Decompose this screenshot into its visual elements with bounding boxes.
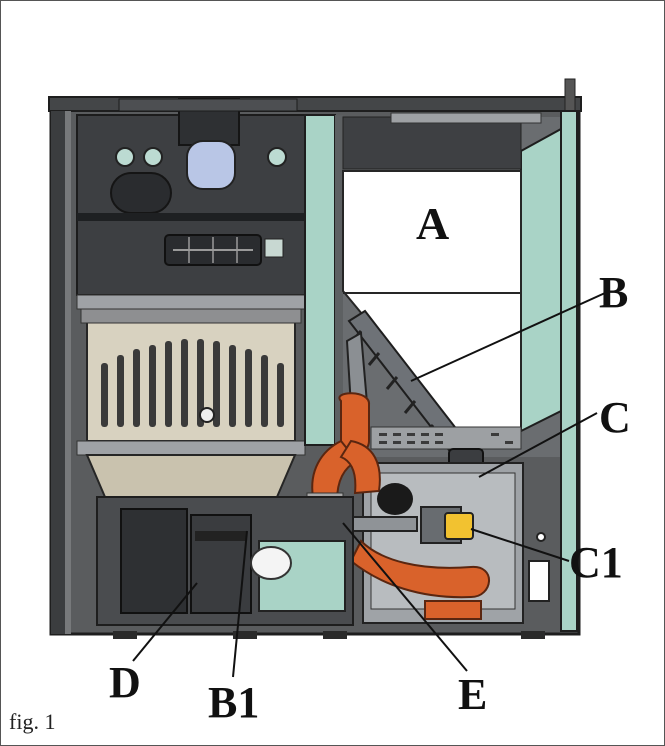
leader-D	[132, 582, 198, 662]
label-component-B1: B1	[208, 678, 260, 727]
side-cylinder	[110, 172, 172, 214]
fan-box-rail	[195, 531, 247, 541]
top-pipe	[564, 78, 576, 116]
stove-cutaway-diagram	[48, 78, 606, 678]
label-component-D: D	[109, 658, 141, 707]
foot-mid-1	[233, 631, 257, 639]
center-knob	[199, 407, 215, 423]
grate-bars	[101, 339, 284, 427]
small-block	[264, 238, 284, 258]
combustion-back	[80, 308, 302, 324]
flue-top	[118, 98, 298, 112]
hopper-lid-top	[390, 112, 542, 124]
flue-window	[186, 140, 236, 190]
motor-c1	[444, 512, 474, 540]
fan-box	[190, 514, 252, 614]
leader-C	[478, 412, 598, 478]
label-gear-motor-C: C	[599, 393, 631, 442]
leader-E	[342, 522, 468, 672]
port-left	[115, 147, 135, 167]
label-auger-B: B	[599, 268, 629, 317]
bottom-tray	[424, 600, 482, 620]
ash-funnel	[85, 454, 297, 498]
leader-B	[410, 292, 606, 382]
hopper-right-wall	[560, 110, 578, 632]
hopper-divider-inner	[335, 115, 343, 445]
side-panel-screw	[536, 532, 546, 542]
lower-rail	[76, 440, 306, 456]
label-component-E: E	[458, 670, 488, 719]
hopper-divider	[304, 114, 336, 446]
label-hopper-A: A	[416, 198, 450, 249]
foot-left	[113, 631, 137, 639]
label-motor-C1: C1	[569, 538, 623, 587]
blower	[377, 483, 413, 515]
grille-holes	[379, 433, 513, 444]
grille-strip	[370, 426, 522, 450]
port-mid	[143, 147, 163, 167]
side-panel-slot	[528, 560, 550, 602]
ash-box	[120, 508, 188, 614]
upper-rail	[76, 294, 306, 310]
white-cone	[250, 546, 292, 580]
foot-mid-2	[323, 631, 347, 639]
port-right	[267, 147, 287, 167]
left-wall-inner	[65, 111, 71, 634]
foot-right	[521, 631, 545, 639]
leader-B1	[232, 530, 248, 678]
leader-C1	[470, 528, 570, 562]
left-wall	[51, 111, 65, 634]
hopper-side-right	[520, 127, 562, 433]
leader-lines	[132, 292, 606, 678]
hopper-lid	[342, 116, 522, 170]
orange-ducts	[311, 392, 490, 599]
figure-caption: fig. 1	[9, 709, 56, 734]
divider-plate	[77, 213, 305, 221]
